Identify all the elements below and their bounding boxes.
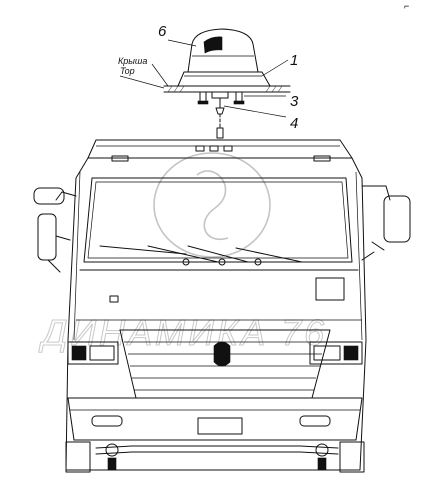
fog-light-left <box>91 415 123 427</box>
marker-light <box>223 145 233 152</box>
marker-light <box>195 145 205 152</box>
wheel-right <box>339 441 365 473</box>
windshield <box>83 177 353 263</box>
beacon-assembly <box>119 28 291 139</box>
headlight-left <box>67 341 119 365</box>
callout-6: 6 <box>158 23 167 40</box>
cab-outline <box>65 157 367 471</box>
plate-area <box>197 417 243 435</box>
beacon-base <box>177 71 271 87</box>
mirror-right <box>361 185 411 261</box>
callout-1: 1 <box>290 52 298 69</box>
beacon-lens <box>203 36 223 54</box>
callout-3: 3 <box>290 93 299 110</box>
fog-light-right <box>299 415 331 427</box>
wheel-left <box>65 441 91 473</box>
side-hatch <box>315 277 345 301</box>
roof-label-ru: Крыша <box>118 56 147 66</box>
bumper <box>67 397 363 441</box>
watermark: ДИНАМИКА 76 <box>38 152 325 354</box>
marker-light <box>209 145 219 152</box>
wipers <box>99 245 303 266</box>
roof-label-en: Top <box>120 66 135 76</box>
brand-emblem <box>213 341 231 367</box>
front-axle <box>95 443 339 471</box>
beacon-dome <box>187 28 259 73</box>
headlight-right <box>309 341 363 365</box>
fastener-cluster <box>197 91 245 139</box>
cab-roof <box>87 139 353 159</box>
mirror-left <box>33 187 77 273</box>
truck-cab-front <box>65 139 367 473</box>
corner-mark: ⌐ <box>404 1 409 11</box>
callout-4: 4 <box>290 115 298 132</box>
